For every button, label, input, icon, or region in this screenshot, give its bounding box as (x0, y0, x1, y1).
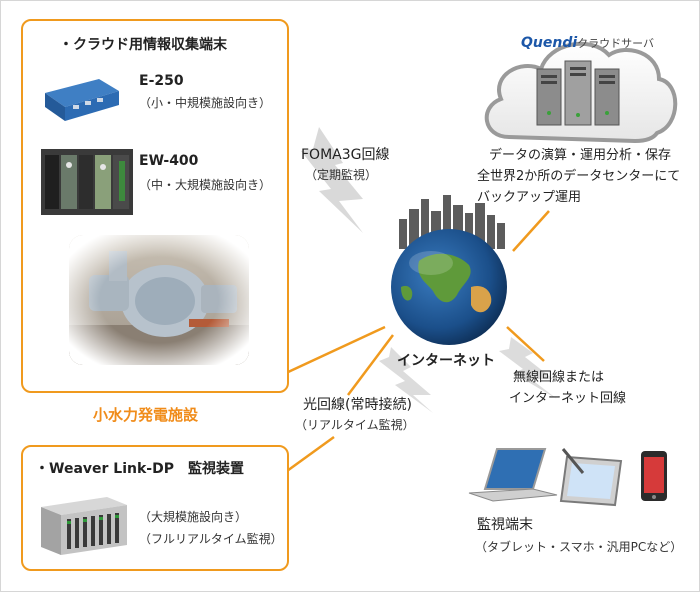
laptop-icon (467, 445, 559, 509)
fiber-line-title: 光回線(常時接続) (303, 397, 412, 413)
cloud-brand-name: Quendi (521, 35, 578, 51)
cloud-brand-label: クラウドサーバ (577, 37, 655, 50)
terminal-title: 監視端末 (477, 517, 533, 533)
cloud-desc-1: データの演算・運用分析・保存 (489, 148, 672, 163)
controller-rack-icon (39, 145, 135, 219)
smartphone-icon (637, 449, 673, 505)
monitor-unit-icon (37, 493, 131, 557)
collection-terminal-panel: ・クラウド用情報収集端末 E-250 （小・中規模施設向き） (21, 19, 289, 393)
cloud-desc-3: バックアップ運用 (477, 190, 582, 205)
terminal-note: （タブレット・スマホ・汎用PCなど） (475, 540, 683, 554)
monitoring-device-note-1: （大規模施設向き） (139, 510, 248, 524)
monitoring-device-panel: ・Weaver Link-DP 監視装置 (21, 445, 289, 571)
lightning-bolt-upper-icon (301, 127, 363, 233)
cloud-brand: Quendiクラウドサーバ (521, 35, 654, 52)
hydro-turbine-photo (69, 235, 249, 365)
device-note-e250: （小・中規模施設向き） (139, 96, 272, 110)
facility-link-line (285, 325, 386, 375)
internet-label: インターネット (397, 353, 495, 369)
cloud-desc-2: 全世界2か所のデータセンターにて (477, 169, 681, 184)
monitoring-device-title: ・Weaver Link-DP 監視装置 (35, 461, 244, 477)
cloud-link-line (512, 210, 550, 252)
fiber-link-line (347, 334, 394, 396)
collection-terminal-title: ・クラウド用情報収集端末 (59, 37, 227, 53)
foma-line-title: FOMA3G回線 (301, 147, 390, 163)
device-name-ew400: EW-400 (139, 153, 199, 169)
globe-icon (379, 191, 519, 351)
wireless-line-1: 無線回線または (513, 370, 605, 385)
device-name-e250: E-250 (139, 73, 184, 89)
fiber-line-note: （リアルタイム監視） (295, 418, 415, 432)
device-note-ew400: （中・大規模施設向き） (139, 178, 272, 192)
foma-line-note: （定期監視） (305, 168, 378, 182)
monitoring-device-note-2: （フルリアルタイム監視） (139, 532, 283, 546)
tablet-icon (557, 447, 625, 509)
lightning-bolt-right-icon (499, 337, 557, 399)
monitor-link-line (286, 435, 335, 473)
terminal-link-line (506, 326, 545, 362)
lightning-bolt-left-icon (379, 347, 433, 413)
wireless-line-2: インターネット回線 (509, 391, 627, 406)
cloud-shape (475, 25, 683, 149)
gateway-device-icon (39, 69, 123, 129)
facility-caption: 小水力発電施設 (93, 406, 199, 424)
